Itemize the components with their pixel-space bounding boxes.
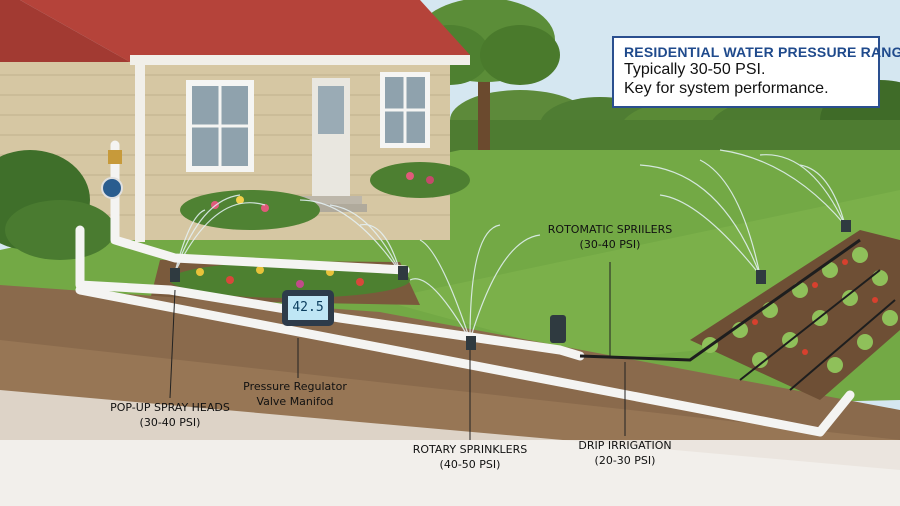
leader-lines [169,262,626,440]
drip-line [579,238,861,362]
pressure-gauge-icon [282,290,334,326]
info-title: RESIDENTIAL WATER PRESSURE RANGE [624,44,900,60]
label-drip-psi: (20-30 PSI) [594,454,656,467]
info-line-2: Key for system performance. [624,80,829,97]
label-regulator-line2: Valve Manifod [256,395,334,408]
label-rotary-name: ROTARY SPRINKLERS [412,443,528,456]
gauge-display: 42.5 [292,300,324,315]
label-rotary-sprinklers: ROTARY SPRINKLERS (40-50 PSI) [400,442,540,472]
label-rotomatic-name: ROTOMATIC SPRIILERS [547,223,673,236]
label-popup-psi: (30-40 PSI) [139,416,201,429]
info-line-1: Typically 30-50 PSI. [624,61,766,78]
shrubs [0,150,470,260]
water-meter-icon [101,150,123,199]
label-drip-irrigation: DRIP IRRIGATION (20-30 PSI) [560,438,690,468]
label-popup-spray-heads: POP-UP SPRAY HEADS (30-40 PSI) [95,400,245,430]
label-rotomatic-psi: (30-40 PSI) [579,238,641,251]
label-pressure-regulator: Pressure Regulator Valve Manifod [225,379,365,409]
vegetable-bed [690,230,900,400]
label-rotomatic-sprinklers: ROTOMATIC SPRIILERS (30-40 PSI) [540,222,680,252]
info-box: RESIDENTIAL WATER PRESSURE RANGE Typical… [612,36,900,108]
water-sprays [174,149,846,341]
label-regulator-line1: Pressure Regulator [243,380,347,393]
label-popup-name: POP-UP SPRAY HEADS [110,401,230,414]
label-rotary-psi: (40-50 PSI) [439,458,501,471]
sprinkler-heads [170,220,851,350]
label-drip-name: DRIP IRRIGATION [578,439,672,452]
